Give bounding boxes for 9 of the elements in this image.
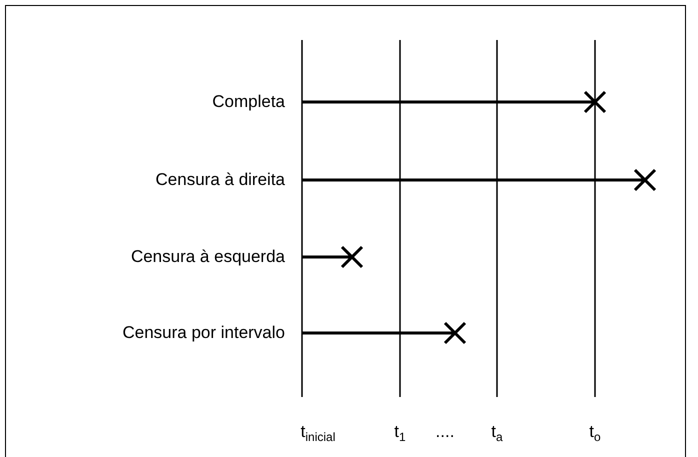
time-label: t$_{o}$ bbox=[589, 422, 601, 444]
time-label: t$_{a}$ bbox=[491, 422, 503, 444]
row-label: Completa bbox=[212, 92, 285, 112]
row-label: Censura à direita bbox=[156, 170, 285, 190]
ellipsis: .... bbox=[436, 422, 454, 442]
time-label: t$_{inicial}$ bbox=[300, 422, 336, 444]
time-label: t$_{1}$ bbox=[394, 422, 406, 444]
row-label: Censura por intervalo bbox=[122, 323, 285, 343]
row-label: Censura à esquerda bbox=[130, 247, 285, 267]
